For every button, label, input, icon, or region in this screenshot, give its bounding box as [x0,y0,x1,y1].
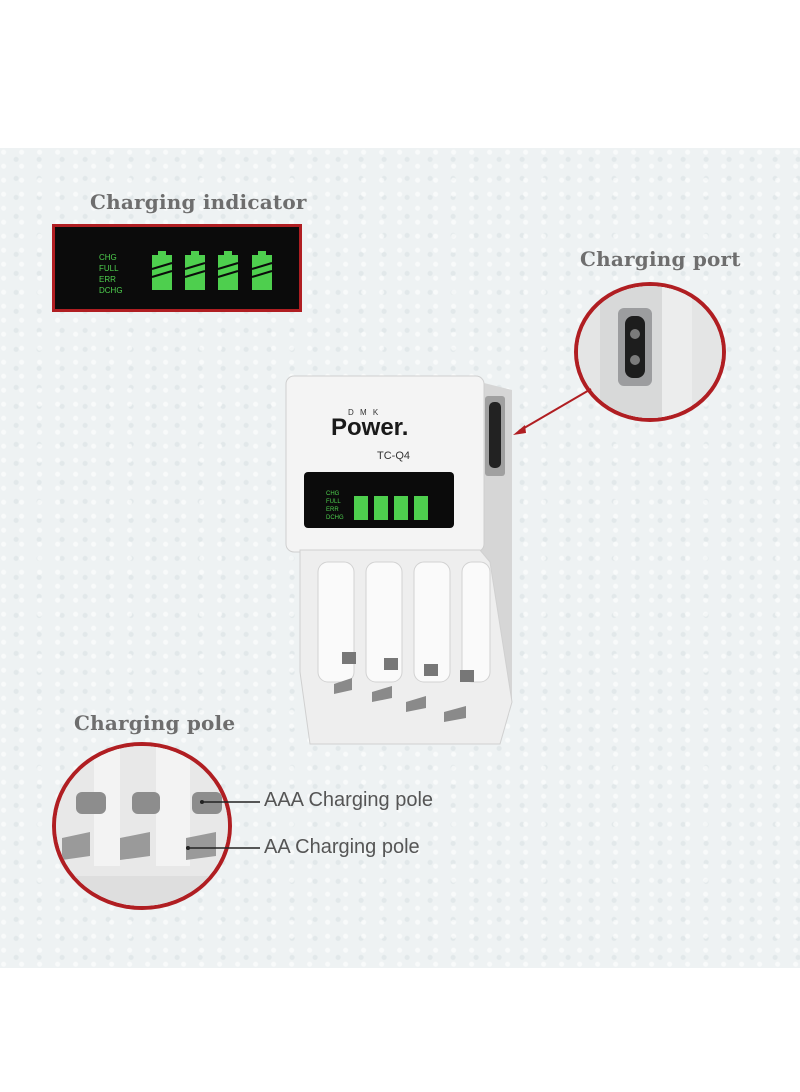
device-brand: Power. [331,414,409,441]
device-led-err: ERR [326,507,339,513]
heading-charging-pole: Charging pole [74,711,236,735]
led-label-chg: CHG [99,253,117,262]
callout-line-aaa [200,800,260,804]
heading-charging-port: Charging port [580,247,741,271]
arrow-to-port [513,388,592,435]
battery-icon-4 [251,251,273,290]
battery-icon-1 [151,251,173,290]
heading-charging-indicator: Charging indicator [90,190,307,214]
charging-pole-zoom-circle [52,742,232,910]
device-led-dchg: DCHG [326,515,344,521]
led-label-err: ERR [99,275,116,284]
battery-icon-2 [184,251,206,290]
device-brand-small: D M K [348,408,381,417]
charging-port-zoom-circle [574,282,726,422]
callout-aa-charging-pole: AA Charging pole [264,836,420,858]
device-model: TC-Q4 [377,450,410,462]
led-label-list: CHG FULL ERR DCHG [99,252,123,296]
callout-line-aa [186,846,260,850]
led-label-full: FULL [99,264,119,273]
callout-aaa-charging-pole: AAA Charging pole [264,789,434,811]
led-label-dchg: DCHG [99,286,123,295]
device-led-full: FULL [326,499,341,505]
device-led-labels: CHG FULL ERR DCHG [326,490,344,522]
indicator-panel-zoom: CHG FULL ERR DCHG [52,224,302,312]
device-led-chg: CHG [326,491,340,497]
battery-charger-device [285,375,513,745]
battery-icon-3 [217,251,239,290]
